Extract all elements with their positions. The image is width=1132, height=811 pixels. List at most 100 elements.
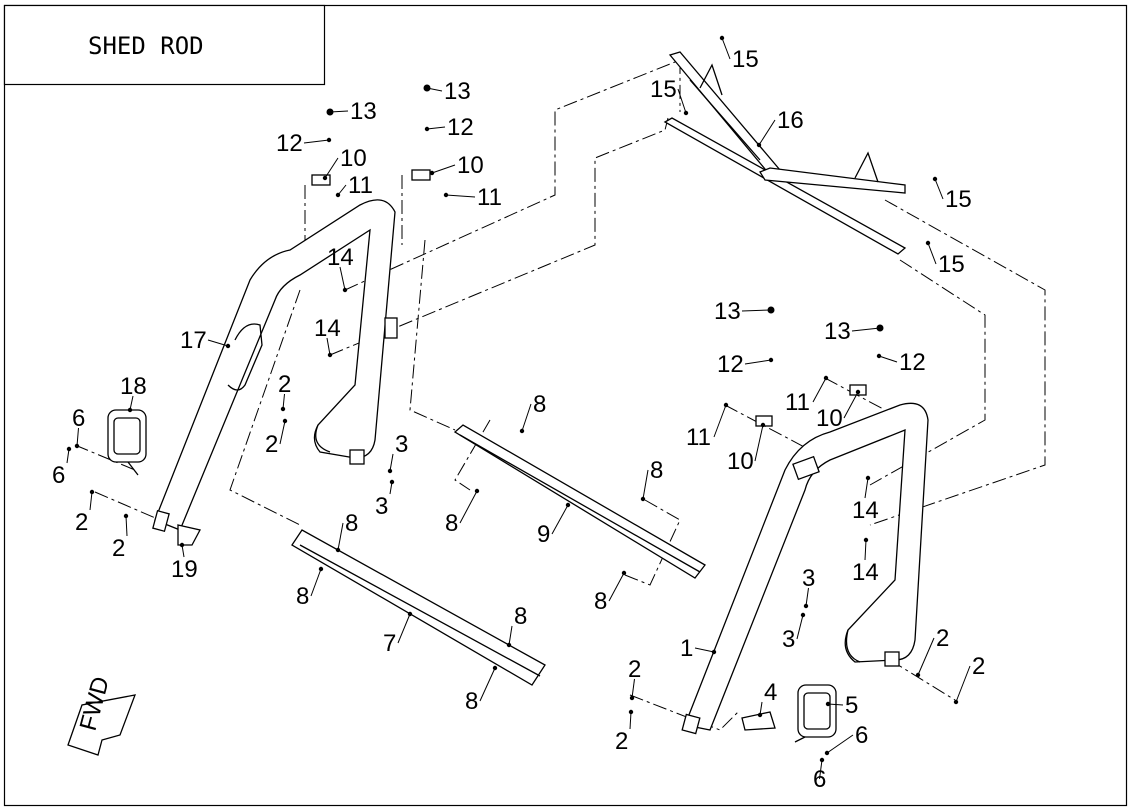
callout-label: 18: [120, 373, 147, 400]
callout-label: 13: [350, 98, 377, 125]
leader-line: [129, 395, 134, 411]
leader-line: [827, 703, 844, 706]
callout-label: 2: [936, 625, 949, 652]
callout-label: 8: [533, 391, 546, 418]
callout-label: 15: [945, 186, 972, 213]
callout-label: 11: [785, 389, 810, 416]
callout-label: 19: [171, 556, 198, 583]
leader-line: [864, 477, 869, 499]
fastener-dot: [429, 170, 435, 176]
leader-line: [282, 393, 285, 410]
fastener-dot: [925, 240, 931, 246]
callout-label: 2: [265, 431, 278, 458]
leader-line: [796, 614, 804, 640]
leader-line: [864, 539, 867, 561]
callout-label: 3: [375, 493, 388, 520]
callout-label: 14: [314, 315, 341, 342]
callout-label: 10: [340, 145, 367, 172]
fastener-dot: [474, 488, 480, 494]
fastener-dot: [767, 306, 775, 314]
callout-label: 12: [447, 114, 474, 141]
fastener-dot: [123, 513, 129, 519]
title-box: SHED ROD: [3, 4, 326, 86]
callout-label: 2: [628, 656, 641, 683]
fastener-dot: [326, 108, 334, 116]
diagram-border: [3, 4, 1128, 807]
leader-line: [826, 734, 854, 754]
callout-label: 2: [972, 653, 985, 680]
callout-label: 16: [777, 107, 804, 134]
callout-label: 8: [650, 457, 663, 484]
callout-label: 10: [457, 152, 484, 179]
leader-line: [479, 667, 496, 702]
callout-label: 7: [383, 630, 396, 657]
leader-line: [754, 424, 764, 462]
callout-label: 8: [345, 510, 358, 537]
leader-line: [397, 613, 411, 644]
fastener-dot: [443, 192, 449, 198]
leader-line: [551, 504, 569, 535]
fastener-dot: [876, 353, 882, 359]
fastener-dot: [565, 502, 571, 508]
fastener-dot: [819, 757, 825, 763]
callout-label: 11: [686, 424, 711, 451]
leader-line: [326, 337, 331, 356]
fastener-dot: [327, 352, 333, 358]
fastener-dot: [863, 537, 869, 543]
callout-label: 6: [72, 405, 85, 432]
mirror-right: [794, 684, 837, 743]
leader-line: [917, 637, 935, 676]
callout-label: 2: [112, 535, 125, 562]
leader-line: [608, 572, 625, 602]
bracket-19: [177, 524, 201, 546]
fastener-dot: [760, 422, 766, 428]
leader-line: [819, 759, 823, 780]
fastener-dot: [179, 542, 185, 548]
fastener-dot: [803, 603, 809, 609]
fastener-dot: [74, 443, 80, 449]
callout-label: 10: [727, 448, 754, 475]
fastener-dot: [953, 699, 959, 705]
title: SHED ROD: [88, 32, 204, 60]
leader-line: [758, 119, 776, 146]
leader-line: [629, 711, 632, 730]
callout-label: 3: [782, 626, 795, 653]
fastener-dot: [423, 84, 431, 92]
fastener-dot: [865, 475, 871, 481]
right-roll-bar: [681, 402, 929, 735]
callout-label: 14: [327, 244, 354, 271]
fastener-dot: [876, 324, 884, 332]
leader-line: [66, 448, 70, 464]
fastener-dot: [719, 35, 725, 41]
fastener-dot: [389, 479, 395, 485]
leader-line: [851, 327, 881, 332]
fastener-dot: [387, 468, 393, 474]
fastener-dot: [342, 287, 348, 293]
fastener-dot: [621, 570, 627, 576]
leader-line: [324, 157, 339, 179]
callout-label: 8: [514, 603, 527, 630]
fastener-dot: [823, 375, 829, 381]
callout-label: 2: [615, 728, 628, 755]
leader-line: [459, 490, 478, 524]
leader-line: [521, 403, 532, 432]
fastener-dot: [322, 175, 328, 181]
fastener-dot: [89, 489, 95, 495]
callout-label: 17: [180, 327, 207, 354]
leader-line: [508, 625, 513, 646]
leader-line: [89, 491, 93, 511]
leader-line: [337, 522, 344, 551]
callout-label: 4: [764, 679, 777, 706]
leader-line: [431, 164, 456, 174]
callout-label: 12: [717, 351, 744, 378]
leader-line: [878, 355, 898, 363]
callout-label: 2: [75, 509, 88, 536]
callout-label: 9: [537, 521, 550, 548]
callout-label: 6: [813, 766, 826, 793]
leader-line: [812, 377, 827, 403]
brackets-10: [311, 169, 867, 427]
fastener-dot: [932, 176, 938, 182]
fastener-dot: [326, 137, 332, 143]
